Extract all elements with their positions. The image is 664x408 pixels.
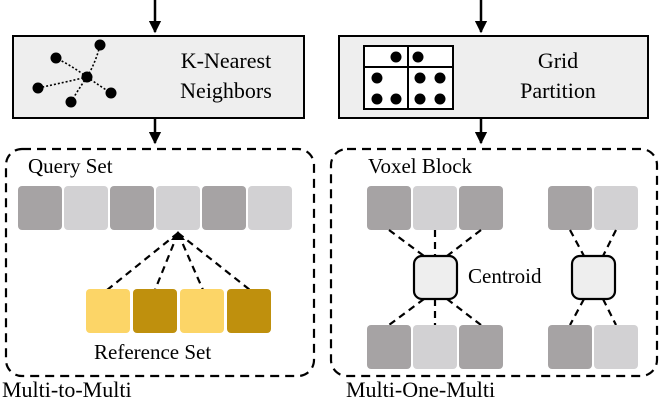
- query-block-6: [248, 186, 292, 230]
- knn-module-title: K-Nearest Neighbors: [156, 46, 296, 106]
- centroid-node-right: [570, 254, 617, 301]
- query-block-3: [110, 186, 154, 230]
- query-set-blocks: [18, 186, 292, 230]
- reference-set-label: Reference Set: [94, 340, 212, 364]
- voxel-block-bottom-right: [548, 325, 638, 369]
- voxel-block-label: Voxel Block: [368, 154, 473, 178]
- link-apex-arrow: [171, 231, 185, 240]
- left-caption: Multi-to-Multi: [2, 377, 132, 402]
- centroid-node-left: [412, 254, 459, 301]
- grid-title-line-2: Partition: [520, 78, 596, 103]
- reference-block-1: [86, 289, 130, 333]
- reference-block-3: [180, 289, 224, 333]
- query-block-1: [18, 186, 62, 230]
- query-set-label: Query Set: [28, 154, 113, 178]
- centroid-label: Centroid: [468, 264, 542, 288]
- reference-block-2: [133, 289, 177, 333]
- query-block-4: [156, 186, 200, 230]
- voxel-block-top-right: [548, 186, 638, 230]
- knn-nodes: [32, 39, 117, 108]
- query-block-5: [202, 186, 246, 230]
- query-reference-links: [106, 232, 251, 291]
- reference-set-blocks: [86, 289, 271, 333]
- knn-title-line-2: Neighbors: [180, 78, 272, 103]
- reference-block-4: [227, 289, 271, 333]
- voxel-block-top-left: [367, 186, 503, 230]
- centroid-links: [388, 229, 617, 326]
- voxel-block-bottom-left: [367, 325, 503, 369]
- grid-module-title: Grid Partition: [488, 46, 628, 106]
- grid-icon: [363, 45, 454, 110]
- query-block-2: [64, 186, 108, 230]
- grid-title-line-1: Grid: [537, 48, 579, 73]
- knn-title-line-1: K-Nearest: [180, 48, 272, 73]
- left-dashed-region: [4, 147, 316, 378]
- right-caption: Multi-One-Multi: [346, 377, 496, 402]
- knn-module-box: [12, 35, 305, 119]
